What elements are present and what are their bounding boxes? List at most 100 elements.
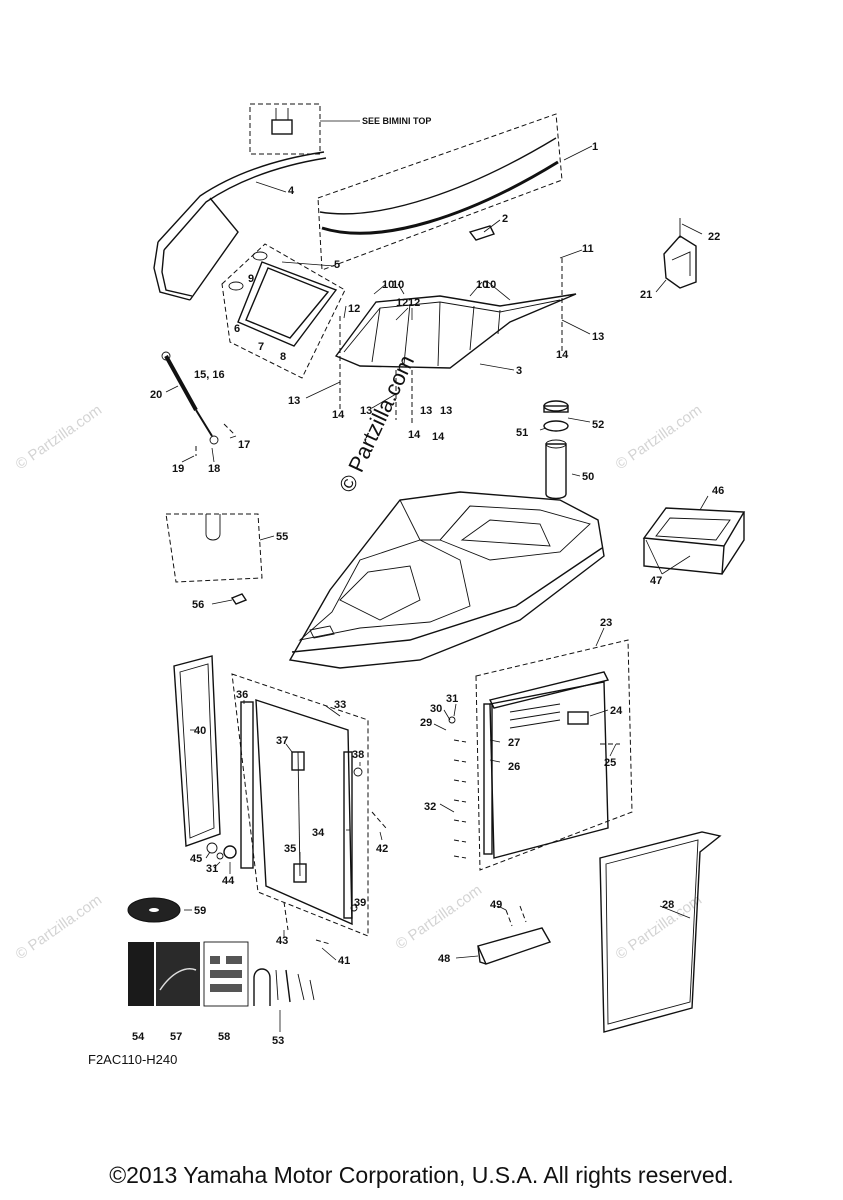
- cup-holder-50: [543, 400, 569, 500]
- watermark-faint-4: © Partzilla.com: [613, 891, 706, 963]
- callout-42: 42: [376, 843, 388, 855]
- tool-kit-53: [253, 968, 315, 1032]
- callout-15-16: 15, 16: [194, 369, 225, 381]
- manuals: [128, 941, 249, 1007]
- storage-box-46: [642, 507, 746, 575]
- callout-14a: 14: [332, 409, 345, 421]
- watermark-faint-3: © Partzilla.com: [13, 891, 106, 963]
- callout-6: 6: [234, 323, 240, 335]
- callout-35: 35: [284, 843, 296, 855]
- callout-8: 8: [280, 351, 286, 363]
- side-window-5: [221, 243, 346, 379]
- callout-55: 55: [276, 531, 288, 543]
- callout-12c: 12: [408, 297, 420, 309]
- watermark-faint-5: © Partzilla.com: [393, 881, 486, 953]
- callout-51: 51: [516, 427, 528, 439]
- watermark-faint-1: © Partzilla.com: [13, 401, 106, 473]
- callout-52: 52: [592, 419, 604, 431]
- fasteners-44: [206, 842, 358, 945]
- callout-3: 3: [516, 365, 522, 377]
- callout-4: 4: [288, 185, 295, 197]
- callout-10c: 10: [476, 279, 488, 291]
- callout-29: 29: [420, 717, 432, 729]
- callout-47: 47: [650, 575, 662, 587]
- copyright-notice: ©2013 Yamaha Motor Corporation, U.S.A. A…: [109, 1162, 734, 1188]
- watermark-main: © Partzilla.com: [334, 351, 419, 496]
- callout-19: 19: [172, 463, 184, 475]
- clip-21: [663, 218, 697, 289]
- callout-18: 18: [208, 463, 220, 475]
- callout-30: 30: [430, 703, 442, 715]
- callout-45: 45: [190, 853, 202, 865]
- callout-31a: 31: [446, 693, 458, 705]
- callout-33: 33: [334, 699, 346, 711]
- callout-36: 36: [236, 689, 248, 701]
- callout-28: 28: [662, 899, 674, 911]
- callout-50: 50: [582, 471, 594, 483]
- callout-59: 59: [194, 905, 206, 917]
- callout-1: 1: [592, 141, 598, 153]
- callout-14d: 14: [556, 349, 569, 361]
- gas-strut-15: [161, 351, 235, 456]
- callout-13a: 13: [288, 395, 300, 407]
- callout-48: 48: [438, 953, 450, 965]
- windshield-fastener-lines: [339, 258, 563, 426]
- callout-20: 20: [150, 389, 162, 401]
- callout-labels: 1 2 3 4 5 6 7 8 9 10 10 10 10 11 12 12 1…: [132, 116, 724, 1047]
- callout-13b: 13: [360, 405, 372, 417]
- callout-7: 7: [258, 341, 264, 353]
- gasket-40: [173, 655, 221, 847]
- callout-10a: 10: [382, 279, 394, 291]
- callout-41: 41: [338, 955, 350, 967]
- callout-31b: 31: [206, 863, 218, 875]
- callout-58: 58: [218, 1031, 230, 1043]
- callout-46: 46: [712, 485, 724, 497]
- callout-13e: 13: [592, 331, 604, 343]
- callout-10d: 10: [484, 279, 496, 291]
- windshield-frame-4: [153, 151, 327, 301]
- callout-21: 21: [640, 289, 652, 301]
- callout-12b: 12: [396, 297, 408, 309]
- callout-43: 43: [276, 935, 288, 947]
- callout-39: 39: [354, 897, 366, 909]
- callout-49: 49: [490, 899, 502, 911]
- callout-17: 17: [238, 439, 250, 451]
- callout-24: 24: [610, 705, 623, 717]
- leader-lines: [165, 145, 709, 961]
- callout-57: 57: [170, 1031, 182, 1043]
- callout-38: 38: [352, 749, 364, 761]
- cd-59: [127, 897, 181, 923]
- callout-14c: 14: [432, 431, 445, 443]
- callout-12a: 12: [348, 303, 360, 315]
- callout-22: 22: [708, 231, 720, 243]
- callout-5: 5: [334, 259, 340, 271]
- callout-34: 34: [312, 827, 325, 839]
- callout-11: 11: [582, 243, 594, 255]
- callout-32: 32: [424, 801, 436, 813]
- callout-2: 2: [502, 213, 508, 225]
- callout-53: 53: [272, 1035, 284, 1047]
- door-23: [448, 639, 633, 871]
- callout-26: 26: [508, 761, 520, 773]
- bin-48: [477, 905, 552, 965]
- callout-54: 54: [132, 1031, 145, 1043]
- windshield-glass-3: [334, 293, 577, 369]
- callout-56: 56: [192, 599, 204, 611]
- windshield-trim-1: [317, 113, 563, 271]
- callout-25: 25: [604, 757, 616, 769]
- callout-37: 37: [276, 735, 288, 747]
- callout-23: 23: [600, 617, 612, 629]
- seal-28: [599, 831, 722, 1033]
- cover-55: [165, 513, 263, 605]
- callout-44: 44: [222, 875, 235, 887]
- bimini-bracket: [249, 103, 360, 155]
- callout-9: 9: [248, 273, 254, 285]
- callout-40: 40: [194, 725, 206, 737]
- callout-10b: 10: [392, 279, 404, 291]
- boat-hull: [288, 491, 605, 669]
- callout-27: 27: [508, 737, 520, 749]
- see-bimini-note: SEE BIMINI TOP: [362, 116, 431, 126]
- callout-13c: 13: [420, 405, 432, 417]
- callout-14b: 14: [408, 429, 421, 441]
- diagram-code: F2AC110-H240: [88, 1052, 178, 1067]
